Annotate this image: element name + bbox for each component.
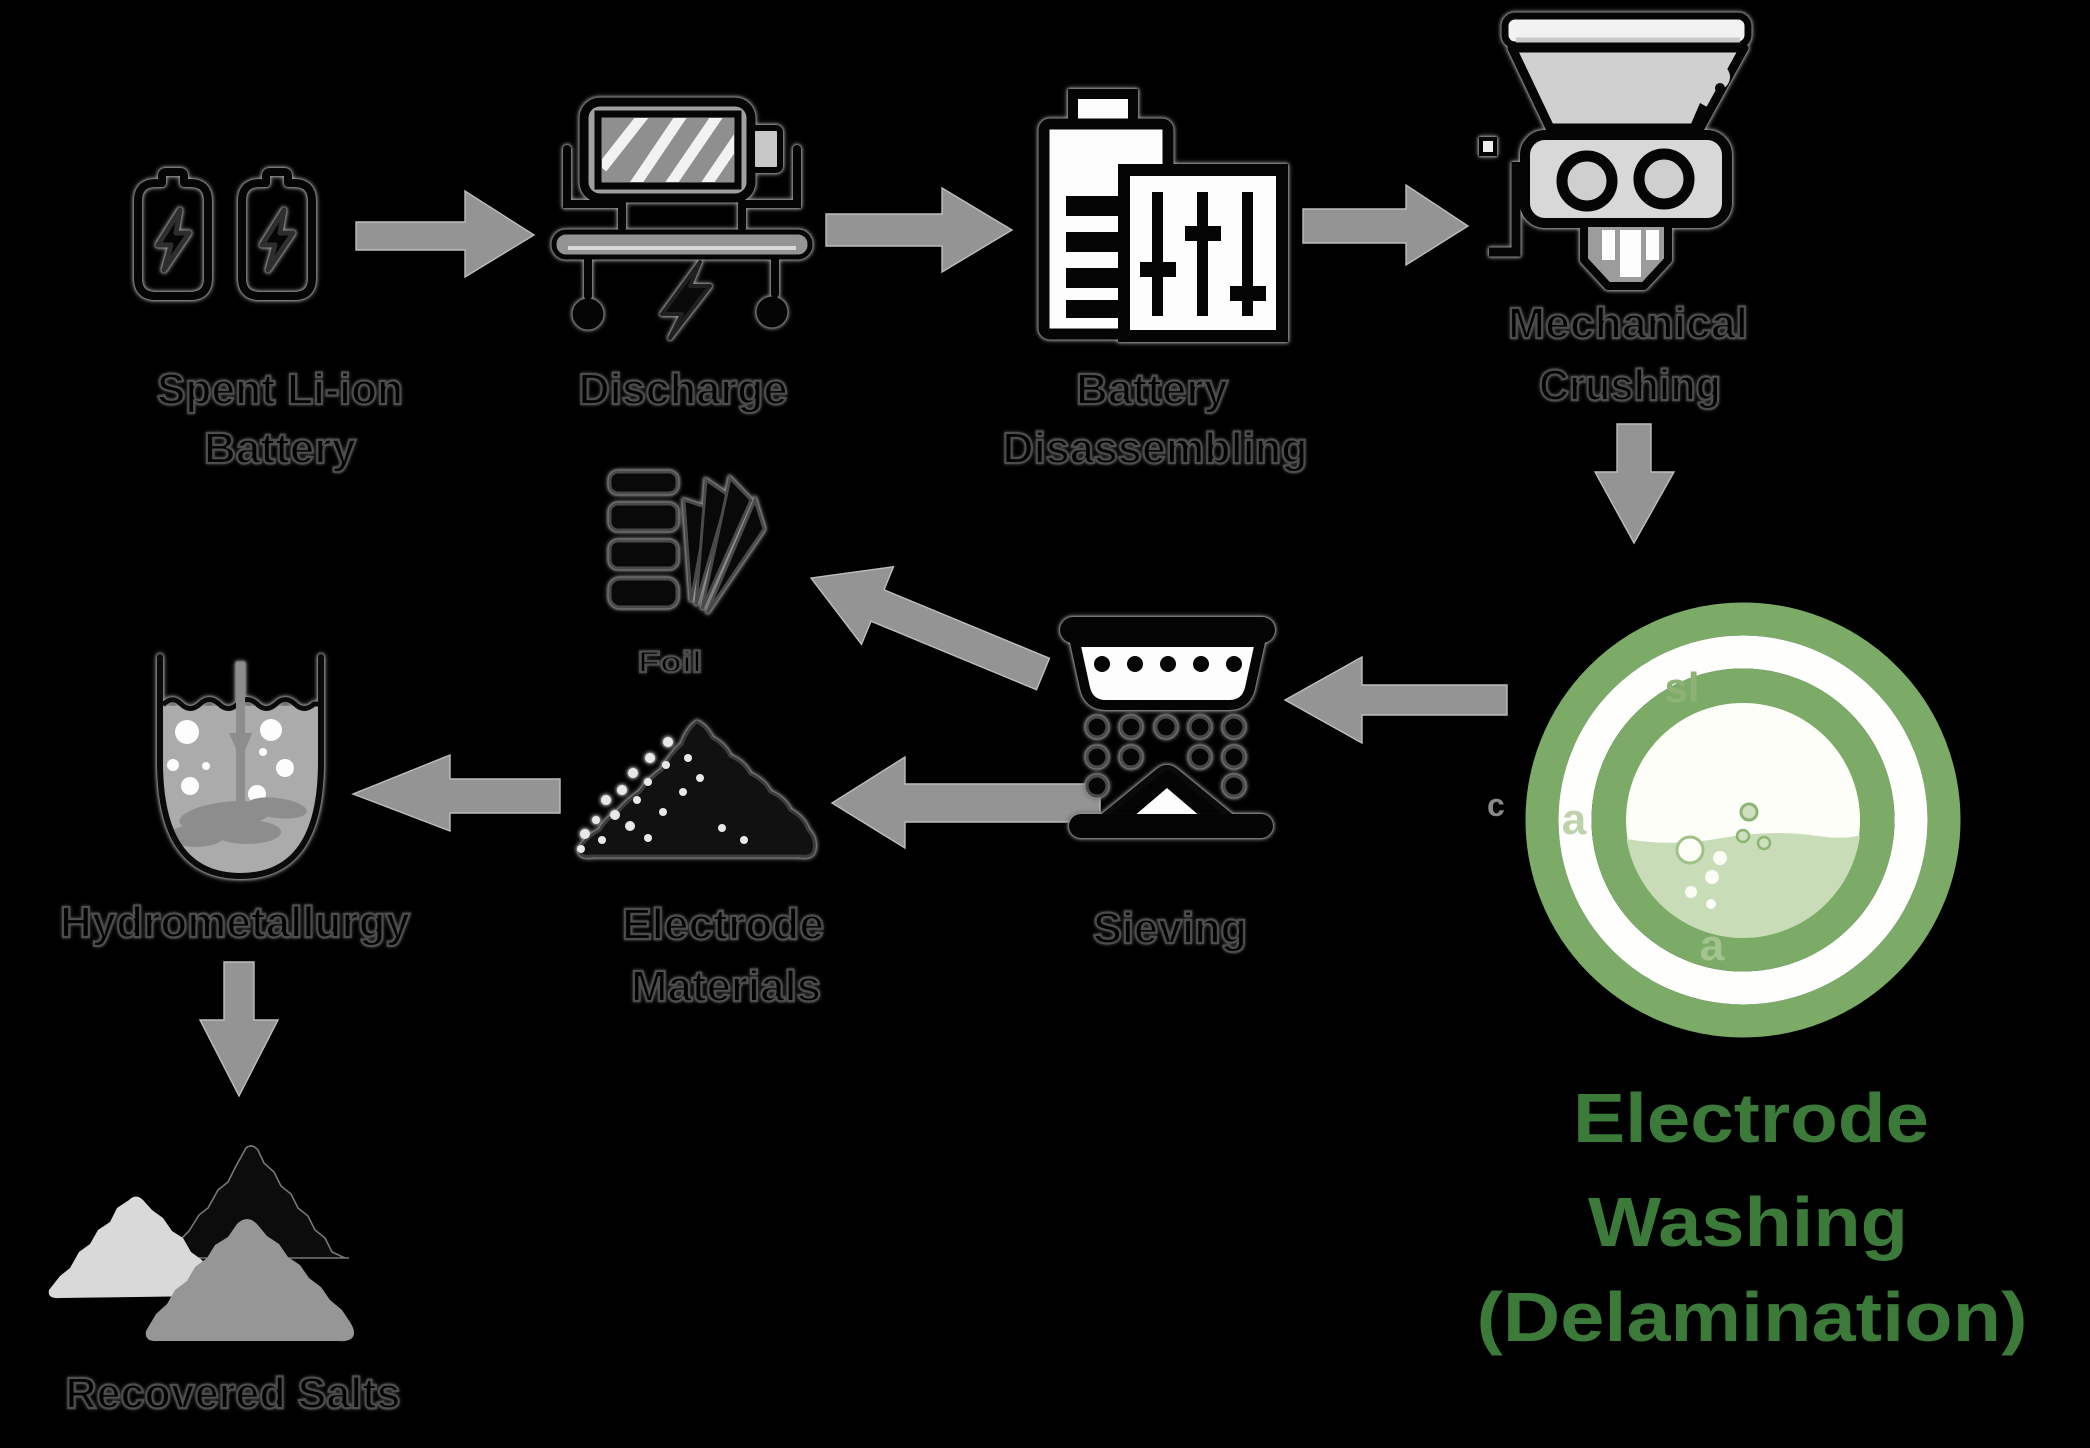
svg-text:Battery: Battery: [1076, 365, 1229, 414]
svg-text:(Delamination): (Delamination): [1477, 1278, 2028, 1356]
svg-text:Recovered Salts: Recovered Salts: [66, 1369, 401, 1418]
svg-text:c: c: [1487, 787, 1505, 823]
svg-text:Spent Li-ion: Spent Li-ion: [157, 365, 403, 414]
svg-text:Electrode: Electrode: [622, 900, 824, 949]
svg-text:Hydrometallurgy: Hydrometallurgy: [60, 898, 411, 947]
svg-text:a: a: [1562, 795, 1587, 844]
svg-text:Washing: Washing: [1588, 1183, 1908, 1261]
svg-text:Materials: Materials: [631, 962, 821, 1011]
svg-text:Foil: Foil: [638, 646, 702, 679]
svg-text:Disassembling: Disassembling: [1003, 424, 1308, 473]
svg-text:Sieving: Sieving: [1093, 904, 1247, 953]
svg-text:Battery: Battery: [204, 424, 357, 473]
svg-text:Discharge: Discharge: [579, 365, 788, 414]
svg-text:Electrode: Electrode: [1573, 1079, 1929, 1157]
svg-text:Crushing: Crushing: [1539, 361, 1721, 410]
svg-text:sl: sl: [1664, 664, 1699, 711]
svg-text:a: a: [1700, 921, 1725, 970]
svg-text:Mechanical: Mechanical: [1508, 299, 1748, 348]
